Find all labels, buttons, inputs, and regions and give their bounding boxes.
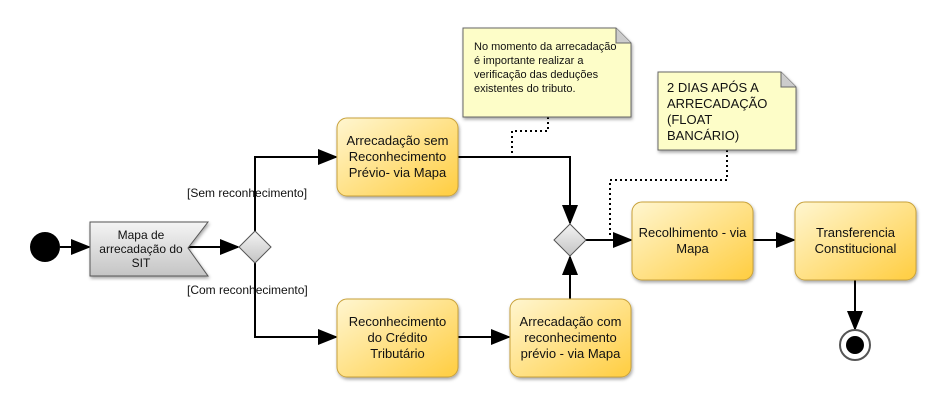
action-com-previo: Arrecadação com reconhecimento prévio - … xyxy=(519,314,622,361)
source-node: Mapa de arrecadação do SIT xyxy=(99,228,183,270)
guard-sem: [Sem reconhecimento] xyxy=(187,186,308,200)
note-float: 2 DIAS APÓS A ARRECADAÇÃO (FLOAT BANCÁRI… xyxy=(667,80,768,143)
start-node xyxy=(30,232,60,262)
guard-com: [Com reconhecimento] xyxy=(187,283,308,297)
note-verificacao: No momento da arrecadação é importante r… xyxy=(474,41,617,95)
merge-diamond xyxy=(553,223,587,257)
source-flag xyxy=(89,221,210,277)
action-sem-previo: Arrecadação sem Reconhecimento Prévio- v… xyxy=(346,133,449,180)
note-float-shape xyxy=(657,71,797,151)
note-verificacao-shape xyxy=(462,27,632,118)
action-transferencia: Transferencia Constitucional xyxy=(814,225,897,256)
action-recolhimento: Recolhimento - via Mapa xyxy=(638,225,747,256)
action-reconhecimento: Reconhecimento do Crédito Tributário xyxy=(348,314,447,361)
decision-diamond xyxy=(238,230,272,264)
